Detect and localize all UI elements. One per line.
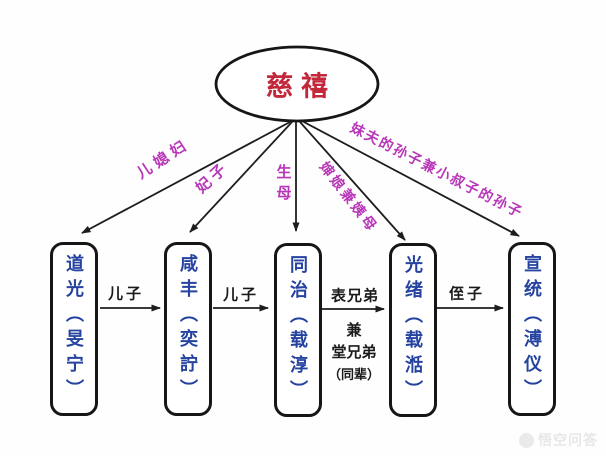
edge-label-son-2: 儿子	[222, 286, 260, 304]
watermark: 悟空问答	[519, 430, 598, 450]
node-tongzhi-label: 同治（载淳）	[288, 255, 308, 405]
node-guangxu-label: 光绪（载湉）	[403, 255, 423, 405]
edge-label-cousin-stack: 兼 堂兄弟 （同辈）	[328, 320, 380, 386]
edge-label-son-1: 儿子	[107, 285, 145, 303]
connector-cixi-daoguang	[81, 121, 291, 234]
connector-cixi-xuantong	[301, 120, 520, 237]
watermark-logo-icon	[519, 432, 534, 448]
connector-cixi-guangxu	[299, 121, 406, 241]
connector-cixi-xianfeng	[189, 121, 293, 233]
node-xuantong: 宣统（溥仪）	[508, 242, 556, 416]
edge-label-cousin-line3: 堂兄弟	[331, 344, 377, 361]
relation-label-birth-mother: 生母	[274, 164, 292, 206]
cixi-label: 慈禧	[266, 71, 336, 102]
node-xianfeng: 咸丰（奕詝）	[164, 242, 212, 416]
edge-label-nephew: 侄子	[448, 285, 486, 303]
edge-label-cousin-top: 表兄弟	[330, 287, 380, 305]
node-daoguang-label: 道光（旻宁）	[64, 254, 84, 404]
node-daoguang: 道光（旻宁）	[50, 242, 98, 416]
node-xianfeng-label: 咸丰（奕詝）	[178, 254, 198, 404]
node-guangxu: 光绪（载湉）	[389, 243, 437, 417]
node-tongzhi: 同治（载淳）	[274, 243, 322, 417]
edge-label-cousin-line4: （同辈）	[327, 367, 381, 382]
watermark-text: 悟空问答	[538, 432, 598, 448]
edge-label-cousin-line2: 兼	[346, 322, 362, 339]
cixi-oval	[214, 45, 380, 123]
node-xuantong-label: 宣统（溥仪）	[522, 254, 542, 404]
